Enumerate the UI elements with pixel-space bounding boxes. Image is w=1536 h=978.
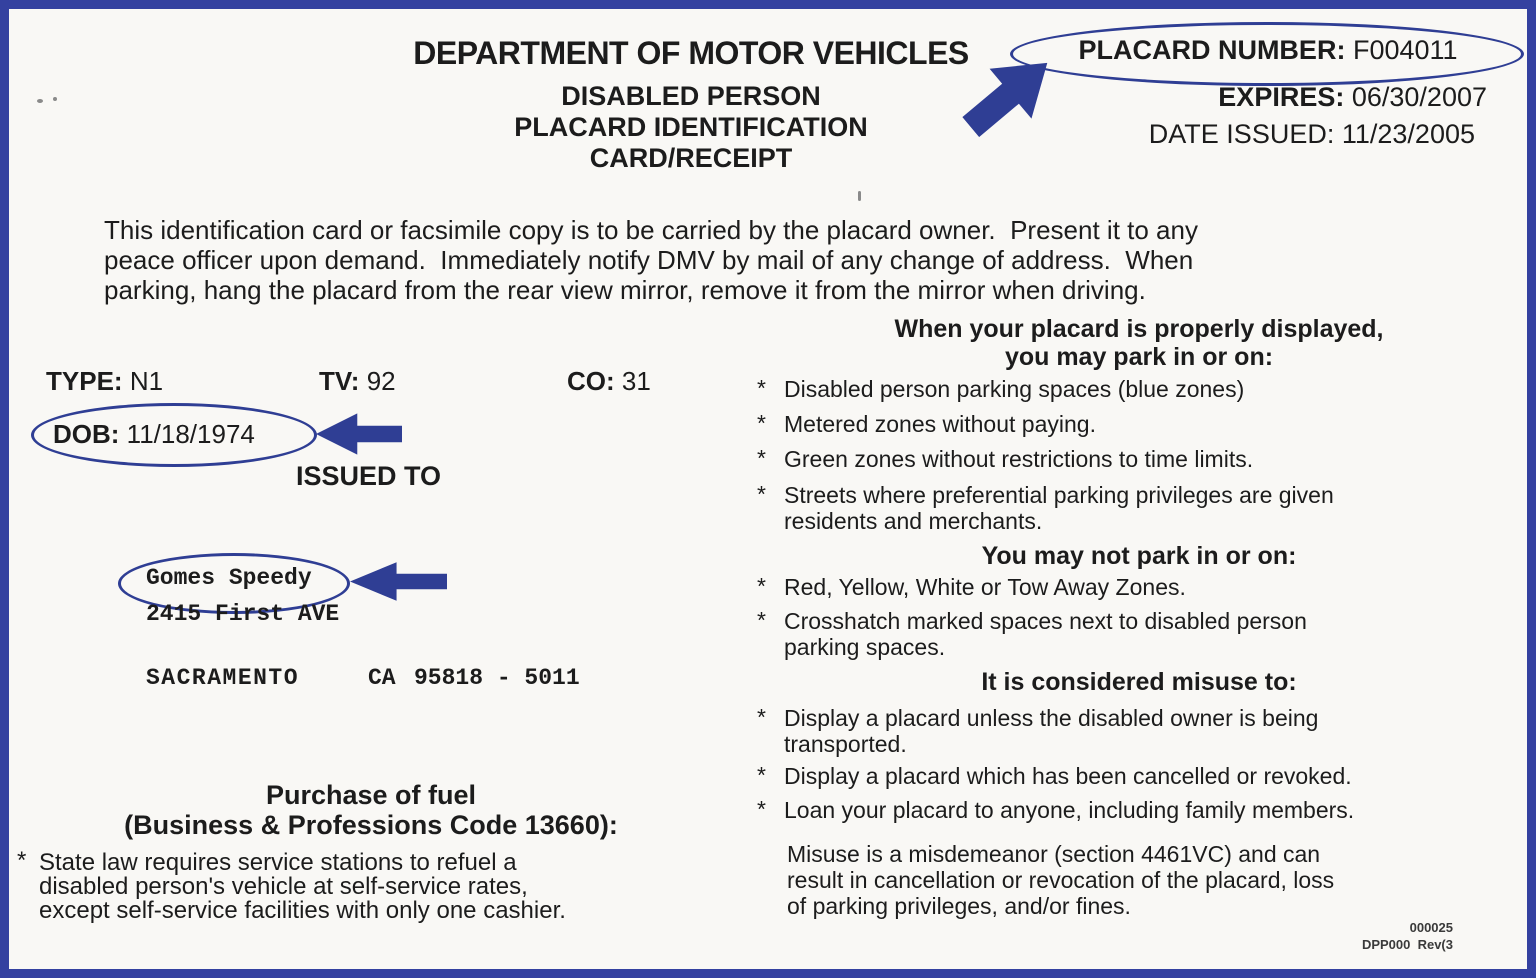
tv-label: TV: [319, 366, 360, 396]
bullet-marker: * [757, 410, 766, 436]
holder-street: 2415 First AVE [146, 601, 340, 627]
co-value: 31 [621, 366, 651, 396]
misuse-item-text: transported. [784, 731, 907, 757]
may-park-item: * Green zones without restrictions to tim… [757, 445, 1254, 473]
scan-speck [37, 99, 43, 103]
type-field: TYPE: N1 [46, 366, 163, 397]
may-park-item-text: residents and merchants. [784, 508, 1043, 534]
expires-value: 06/30/2007 [1351, 82, 1487, 112]
intro-paragraph: This identification card or facsimile co… [104, 215, 1198, 305]
may-park-item-text: Green zones without restrictions to time… [784, 446, 1254, 472]
bullet-marker: * [757, 762, 766, 788]
holder-state: CA [368, 665, 396, 691]
document-title-line2: PLACARD IDENTIFICATION [514, 112, 868, 142]
intro-line3: parking, hang the placard from the rear … [104, 275, 1146, 305]
dob-field: DOB: 11/18/1974 [53, 419, 255, 450]
holder-city: SACRAMENTO [146, 665, 300, 691]
bullet-marker: * [757, 375, 766, 401]
may-park-item: * Metered zones without paying. [757, 410, 1096, 438]
tv-field: TV: 92 [319, 366, 396, 397]
placard-number-circle-annotation [1010, 22, 1524, 86]
bullet-marker: * [757, 704, 766, 730]
fuel-bullet-line1: State law requires service stations to r… [39, 849, 517, 876]
placard-number-value: F004011 [1352, 35, 1458, 65]
misuse-item-text: Display a placard which has been cancell… [784, 763, 1352, 789]
may-park-item-text: Metered zones without paying. [784, 411, 1096, 437]
form-counter: 000025 [1409, 920, 1453, 935]
expires-row: EXPIRES: 06/30/2007 [1218, 82, 1487, 113]
form-code: DPP000 Rev(3 [1361, 937, 1453, 952]
holder-name-circle-annotation [118, 553, 350, 614]
dob-label: DOB: [53, 419, 120, 449]
issued-to-label: ISSUED TO [296, 461, 442, 491]
fuel-bullet-line2: disabled person's vehicle at self-servic… [39, 873, 528, 900]
arrow-annotation-placard-number [946, 34, 1071, 156]
bullet-marker: * [757, 481, 766, 507]
may-not-park-item-text: Crosshatch marked spaces next to disable… [784, 608, 1307, 634]
tv-value: 92 [366, 366, 396, 396]
holder-zip: 95818 - 5011 [414, 665, 580, 691]
may-park-item-text: Disabled person parking spaces (blue zon… [784, 376, 1245, 402]
placard-number-row: PLACARD NUMBER: F004011 [1012, 35, 1524, 66]
expires-label: EXPIRES: [1218, 82, 1345, 112]
date-issued-row: DATE ISSUED: 11/23/2005 [1149, 119, 1475, 150]
fuel-heading-line1: Purchase of fuel [265, 780, 477, 810]
co-label: CO: [567, 366, 615, 396]
misuse-note: Misuse is a misdemeanor (section 4461VC)… [787, 841, 1334, 919]
may-not-park-heading: You may not park in or on: [981, 542, 1297, 570]
holder-name: Gomes Speedy [146, 565, 312, 591]
placard-number-label: PLACARD NUMBER: [1078, 35, 1346, 65]
misuse-item-text: Loan your placard to anyone, including f… [784, 797, 1355, 823]
scan-speck [53, 97, 57, 101]
dob-value: 11/18/1974 [126, 419, 255, 449]
misuse-note-line2: result in cancellation or revocation of … [787, 867, 1335, 893]
may-not-park-item-text: parking spaces. [784, 634, 946, 660]
may-not-park-item: * Red, Yellow, White or Tow Away Zones. [757, 573, 1186, 601]
misuse-note-line1: Misuse is a misdemeanor (section 4461VC)… [787, 841, 1321, 867]
may-park-heading-line1: When your placard is properly displayed, [894, 315, 1384, 343]
may-park-item: * Streets where preferential parking priv… [757, 481, 1334, 535]
type-label: TYPE: [46, 366, 123, 396]
date-issued-value: 11/23/2005 [1341, 119, 1475, 149]
misuse-item: * Loan your placard to anyone, including … [757, 796, 1355, 824]
form-footer: 000025 DPP000 Rev(3 [1362, 919, 1453, 953]
may-park-item: * Disabled person parking spaces (blue zo… [757, 375, 1245, 403]
may-not-park-item-text: Red, Yellow, White or Tow Away Zones. [784, 574, 1186, 600]
fuel-bullet-text: State law requires service stations to r… [39, 851, 566, 923]
misuse-heading: It is considered misuse to: [981, 668, 1297, 696]
intro-line1: This identification card or facsimile co… [104, 215, 1198, 245]
may-park-item-text: Streets where preferential parking privi… [784, 482, 1334, 508]
document-title-line1: DISABLED PERSON [561, 81, 821, 111]
bullet-marker: * [757, 445, 766, 471]
document-title: DISABLED PERSON PLACARD IDENTIFICATION C… [9, 81, 1373, 174]
misuse-note-line3: of parking privileges, and/or fines. [787, 893, 1131, 919]
type-value: N1 [129, 366, 164, 396]
bullet-marker: * [757, 607, 766, 633]
may-not-park-item: * Crosshatch marked spaces next to disabl… [757, 607, 1307, 661]
scan-speck [858, 191, 861, 201]
document-title-line3: CARD/RECEIPT [589, 143, 793, 173]
dob-circle-annotation [31, 403, 317, 467]
arrow-annotation-dob [316, 410, 402, 458]
co-field: CO: 31 [567, 366, 651, 397]
misuse-item-text: Display a placard unless the disabled ow… [784, 705, 1319, 731]
bullet-marker: * [757, 573, 766, 599]
misuse-item: * Display a placard which has been cancel… [757, 762, 1352, 790]
misuse-item: * Display a placard unless the disabled o… [757, 704, 1319, 758]
bullet-marker: * [757, 796, 766, 822]
may-park-heading-line2: you may park in or on: [1004, 343, 1274, 371]
fuel-bullet-marker: * [17, 847, 27, 874]
fuel-bullet-line3: except self-service facilities with only… [39, 897, 566, 924]
date-issued-label: DATE ISSUED: [1148, 119, 1335, 149]
fuel-heading-line2: (Business & Professions Code 13660): [124, 810, 618, 840]
arrow-annotation-holder-name [350, 559, 447, 604]
agency-title: DEPARTMENT OF MOTOR VEHICLES [413, 35, 969, 71]
intro-line2: peace officer upon demand. Immediately n… [104, 245, 1194, 275]
